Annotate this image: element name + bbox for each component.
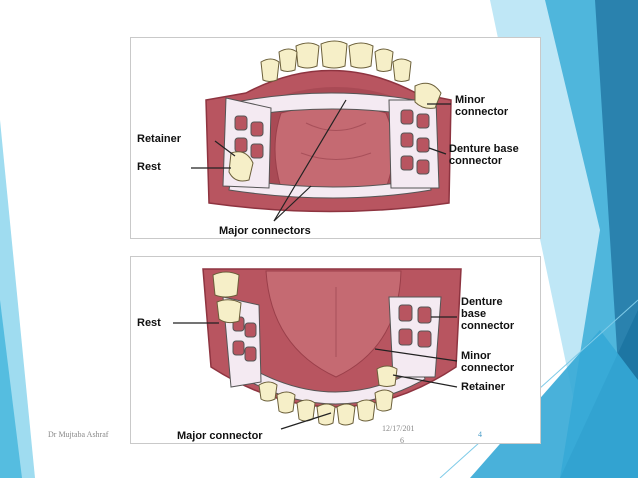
label-minor-connector-bottom-2: connector: [461, 362, 515, 374]
label-retainer-bottom: Retainer: [461, 381, 506, 393]
label-major-connector: Major connector: [177, 430, 263, 442]
footer-author: Dr Mujtaba Ashraf: [48, 430, 109, 439]
maxillary-diagram-panel: Retainer Rest Major connectors Minor con…: [130, 37, 541, 239]
label-denture-base-top-1: Denture base: [449, 143, 519, 155]
label-denture-base-bottom-3: connector: [461, 320, 515, 332]
footer-date-line1: 12/17/201: [382, 424, 415, 433]
maxillary-arch-illustration: [191, 40, 452, 222]
label-retainer-top: Retainer: [137, 133, 182, 145]
mandibular-arch-illustration: [173, 268, 462, 430]
label-rest-top: Rest: [137, 161, 161, 173]
footer-date-line2: 6: [400, 436, 404, 445]
mandibular-diagram-panel: Rest Major connector Denture base connec…: [130, 256, 541, 444]
label-minor-connector-bottom-1: Minor: [461, 350, 491, 362]
page-number: 4: [478, 430, 482, 439]
label-major-connectors: Major connectors: [219, 225, 311, 237]
label-denture-base-top-2: connector: [449, 155, 503, 167]
label-minor-connector-top-1: Minor: [455, 94, 485, 106]
label-denture-base-bottom-2: base: [461, 308, 487, 320]
label-denture-base-bottom-1: Denture: [461, 296, 503, 308]
label-minor-connector-top-2: connector: [455, 106, 509, 118]
label-rest-bottom: Rest: [137, 317, 161, 329]
